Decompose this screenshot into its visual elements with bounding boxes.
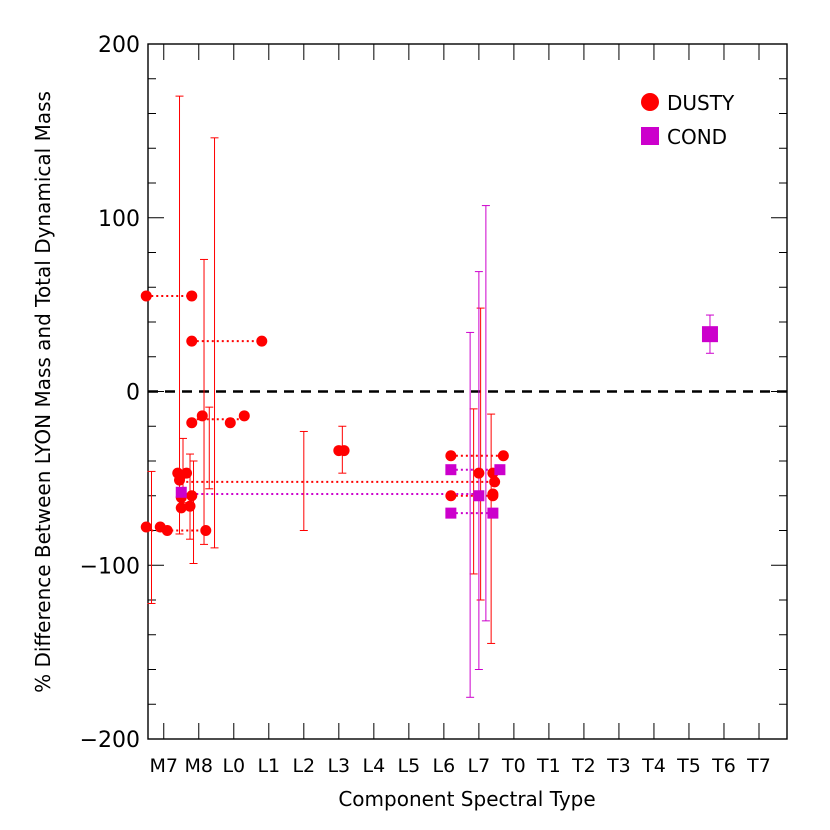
dusty-point	[445, 450, 457, 462]
dusty-point	[238, 410, 250, 422]
cond-point	[494, 464, 506, 476]
dusty-point	[256, 335, 268, 347]
x-tick-label: L2	[292, 755, 315, 777]
dusty-point	[489, 476, 501, 488]
x-tick-label: T1	[536, 755, 561, 777]
x-tick-label: T3	[606, 755, 631, 777]
dusty-point	[445, 490, 457, 502]
cond-point	[445, 507, 457, 519]
x-tick-label: T4	[641, 755, 666, 777]
dusty-point	[140, 521, 152, 533]
dusty-point	[473, 467, 485, 479]
cond-point	[487, 507, 499, 519]
x-axis-label: Component Spectral Type	[338, 787, 595, 811]
dusty-point	[175, 502, 187, 514]
x-tick-label: T2	[571, 755, 596, 777]
x-tick-label: L3	[327, 755, 350, 777]
cond-point	[701, 326, 718, 343]
data-markers	[140, 290, 718, 536]
dusty-point	[196, 410, 208, 422]
dusty-point	[200, 525, 212, 536]
dusty-point	[497, 450, 509, 462]
x-tick-label: T5	[676, 755, 701, 777]
y-tick-label: 0	[126, 381, 140, 406]
dusty-point	[184, 500, 196, 512]
dusty-point	[140, 290, 152, 302]
dusty-point	[224, 417, 236, 429]
dusty-point	[338, 445, 350, 457]
dusty-point	[186, 490, 198, 502]
legend: DUSTY COND	[641, 91, 735, 149]
dusty-point	[186, 417, 198, 429]
x-tick-label: L1	[257, 755, 280, 777]
cond-point	[175, 486, 187, 498]
x-tick-label: L6	[433, 755, 456, 777]
dusty-point	[487, 488, 499, 500]
y-tick-label: −100	[80, 554, 140, 579]
x-tick-label: M7	[150, 755, 178, 777]
x-tick-label: L7	[468, 755, 491, 777]
legend-cond-marker	[641, 127, 659, 145]
dusty-point	[181, 467, 193, 479]
error-bars	[147, 95, 714, 698]
dusty-point	[186, 335, 198, 347]
y-axis-label: % Difference Between LYON Mass and Total…	[31, 91, 55, 693]
x-tick-label: L0	[222, 755, 245, 777]
dusty-point	[174, 474, 186, 486]
x-tick-label: T6	[711, 755, 736, 777]
x-tick-label: L4	[362, 755, 385, 777]
legend-label: COND	[667, 125, 727, 149]
cond-point	[473, 490, 485, 502]
legend-dusty-marker	[641, 93, 659, 111]
x-tick-label: T0	[501, 755, 526, 777]
x-tick-label: M8	[185, 755, 213, 777]
x-tick-label: T7	[746, 755, 771, 777]
y-tick-label: 200	[98, 33, 140, 58]
dusty-point	[186, 290, 198, 302]
axis-ticks: M7 M8 L0 L1 L2 L3 L4 L5 L6 L7 T0 T1 T2 T3 T4 T5 T6 T7 −200…	[80, 33, 787, 777]
dusty-point	[161, 525, 173, 536]
y-tick-label: 100	[98, 207, 140, 232]
x-tick-label: L5	[398, 755, 421, 777]
cond-point	[445, 464, 457, 476]
y-tick-label: −200	[80, 728, 140, 753]
legend-label: DUSTY	[667, 91, 735, 115]
